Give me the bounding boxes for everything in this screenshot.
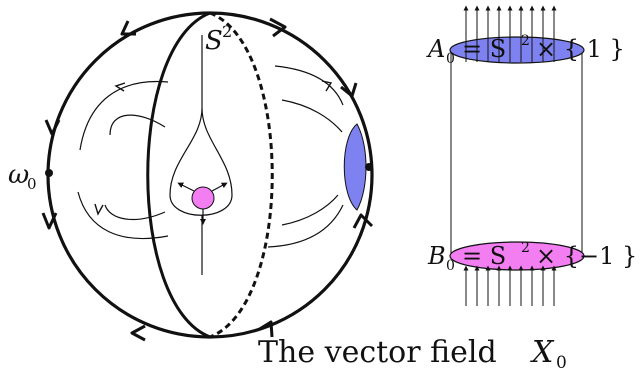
caption-symbol: X — [530, 335, 555, 370]
right-flow-mid-lower — [281, 194, 339, 226]
back-meridian — [209, 11, 274, 339]
arrow-bottom-left-icon — [130, 324, 146, 342]
arrow-bottom-right-icon — [257, 320, 274, 338]
b0-sub: 0 — [446, 258, 455, 274]
outer-circle-arrows — [41, 17, 374, 342]
a0-label: A 0 = S 2 × { 1 } — [426, 33, 625, 67]
a0-symbol: A — [426, 35, 445, 63]
caption-sub: 0 — [556, 353, 567, 370]
central-flow — [169, 35, 233, 275]
b0-tail: × {−1 } — [536, 242, 637, 270]
sphere-label-exp: 2 — [222, 22, 232, 41]
caption: The vector field X 0 — [258, 335, 567, 370]
right-flow-upper — [274, 65, 344, 106]
left-flow-inner — [109, 114, 166, 136]
right-flow-arrow-icon — [321, 80, 333, 92]
top-outflow-arrows — [463, 5, 557, 62]
arrow-right-lower-icon — [352, 213, 374, 229]
a0-tail: × { 1 } — [536, 35, 625, 63]
sphere-outline — [46, 11, 374, 339]
source-arrow-up-right-icon — [211, 182, 228, 192]
left-flow-arrows — [94, 82, 126, 216]
cylinder-figure: A 0 = S 2 × { 1 } B 0 = S 2 × {−1 } — [426, 5, 637, 306]
a0-sub: 0 — [446, 51, 455, 67]
right-flow-lines — [267, 65, 344, 248]
arrow-top-left-icon — [120, 20, 136, 36]
arrow-top-right-icon — [269, 17, 287, 38]
front-meridian — [146, 11, 211, 339]
arrow-left-lower-icon — [41, 212, 58, 230]
left-flow-arrow-icon — [114, 82, 126, 92]
omega-point — [45, 169, 53, 177]
center-teardrop — [169, 107, 233, 216]
omega-label-sub: 0 — [27, 175, 37, 193]
right-flow-mid-upper — [281, 99, 343, 133]
b0-ellipse — [449, 241, 585, 271]
right-flow-lower — [267, 204, 344, 248]
b0-label: B 0 = S 2 × {−1 } — [427, 240, 637, 274]
left-flow-upper — [79, 80, 169, 151]
left-flow-lines — [77, 80, 169, 240]
pink-source — [191, 186, 215, 210]
source-arrow-up-left-icon — [177, 182, 195, 192]
caption-text: The vector field — [258, 335, 497, 370]
arrow-right-upper-icon — [340, 82, 358, 98]
omega-label: ω — [8, 160, 29, 190]
source-radial-arrows — [177, 182, 228, 225]
left-flow-inner-lower — [104, 204, 166, 220]
b0-exp: 2 — [521, 240, 530, 256]
blue-region-sphere — [343, 123, 367, 211]
bottom-inflow-arrows — [463, 265, 557, 306]
left-flow-arrow-lower-icon — [94, 203, 104, 216]
arrow-left-upper-icon — [44, 119, 61, 136]
a0-ellipse — [449, 36, 585, 64]
right-flow-arrows — [321, 80, 333, 92]
a0-eq: = S — [462, 35, 506, 63]
sphere-figure: S 2 ω 0 — [8, 11, 374, 342]
left-flow-lower — [77, 191, 169, 240]
a0-exp: 2 — [521, 33, 530, 49]
sphere-label: S — [205, 26, 223, 56]
b0-symbol: B — [427, 242, 446, 270]
b0-eq: = S — [462, 242, 506, 270]
right-point — [365, 163, 373, 171]
